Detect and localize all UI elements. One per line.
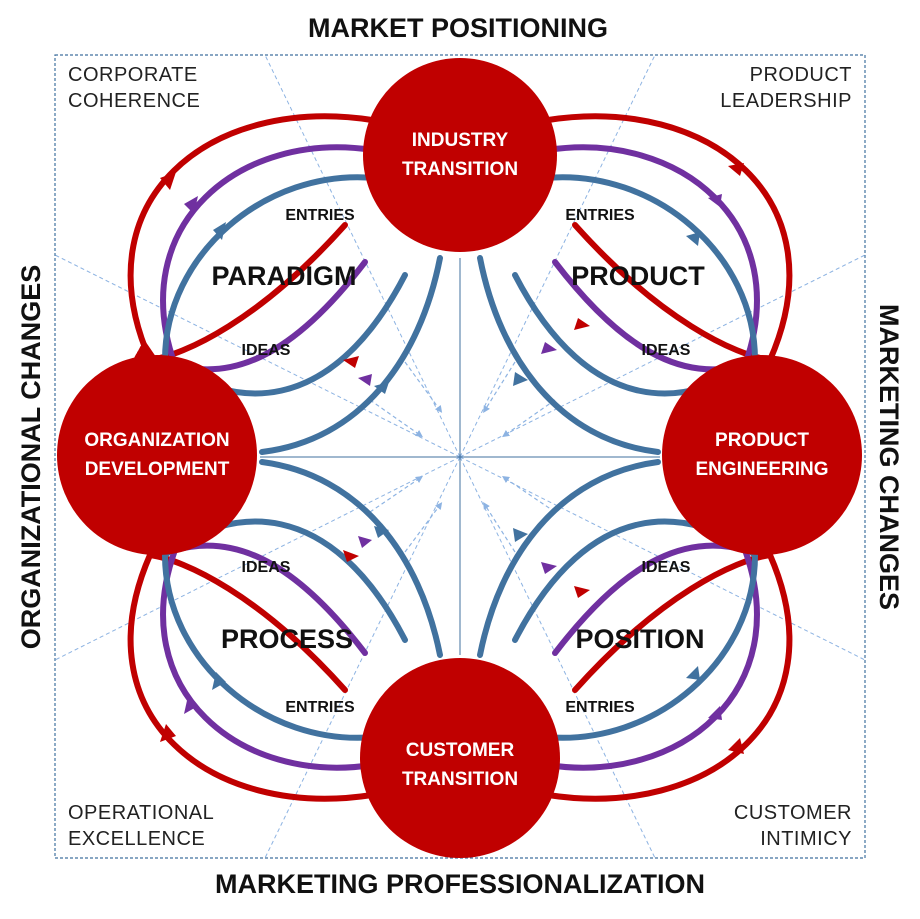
loop-arrowheads [160, 163, 744, 754]
node-left-line2: DEVELOPMENT [85, 459, 230, 480]
title-right: MARKETING CHANGES [874, 304, 904, 610]
arrowhead-red [160, 724, 176, 742]
arc-blue-inner-bl [259, 459, 443, 658]
node-right-line1: PRODUCT [715, 430, 809, 451]
corner-top-left-line1: CORPORATE [68, 64, 198, 86]
node-bottom-line1: CUSTOMER [406, 740, 515, 761]
loop-paths [127, 113, 793, 802]
loop-red-bottom-left [127, 551, 375, 802]
loop-red-bottom-right [545, 551, 793, 802]
arrowhead-red [160, 172, 176, 190]
node-top[interactable]: INDUSTRY TRANSITION [363, 58, 557, 252]
loop-blue-bottom-left [161, 518, 408, 741]
arrowhead-blue [686, 666, 700, 680]
arrowhead-purple [184, 696, 198, 714]
arrowhead-blue [212, 672, 226, 690]
center-arrows [369, 361, 556, 553]
arrowhead-purple [184, 196, 198, 214]
loop-red-top-left [127, 113, 375, 368]
corner-bottom-left-line1: OPERATIONAL [68, 802, 214, 824]
quadrant-top-right: PRODUCT [571, 261, 705, 291]
arrowhead-blue [374, 382, 389, 394]
node-top-line1: INDUSTRY [412, 130, 509, 151]
arrowhead-purple [358, 536, 372, 548]
arrowhead-red [728, 163, 744, 176]
node-left-line1: ORGANIZATION [84, 430, 229, 451]
quadrant-bottom-right: POSITION [575, 624, 704, 654]
arrowhead-purple [358, 374, 372, 386]
arrowhead-red [728, 738, 744, 754]
corner-top-right-line1: PRODUCT [750, 64, 852, 86]
entries-label-top-left: ENTRIES [285, 207, 355, 224]
arrowhead-blue [686, 232, 700, 246]
arrowhead-purple [708, 706, 722, 720]
node-right[interactable]: PRODUCT ENGINEERING [662, 355, 862, 555]
node-left[interactable]: ORGANIZATION DEVELOPMENT [57, 355, 257, 555]
corner-bottom-right-line1: CUSTOMER [734, 802, 852, 824]
entries-label-top-right: ENTRIES [565, 207, 635, 224]
arrowhead-red [574, 318, 590, 330]
arrowhead-red [343, 550, 359, 562]
ideas-label-top-left: IDEAS [242, 342, 291, 359]
quadrant-top-left: PARADIGM [212, 261, 357, 291]
corner-bottom-left-line2: EXCELLENCE [68, 828, 205, 850]
title-left: ORGANIZATIONAL CHANGES [16, 265, 46, 650]
arrowhead-blue [513, 372, 528, 386]
arrowhead-blue [374, 526, 389, 538]
arrowhead-red [574, 586, 590, 598]
ideas-label-bottom-right: IDEAS [642, 559, 691, 576]
corner-top-right-line2: LEADERSHIP [720, 90, 852, 112]
arrowhead-purple [708, 194, 722, 207]
corner-top-left-line2: COHERENCE [68, 90, 200, 112]
arrowhead-purple [541, 562, 557, 574]
arrowhead-blue [513, 528, 528, 542]
arrowhead-red [343, 356, 359, 368]
node-bottom[interactable]: CUSTOMER TRANSITION [360, 658, 560, 858]
entries-label-bottom-right: ENTRIES [565, 699, 635, 716]
corner-bottom-right-line2: INTIMICY [760, 828, 852, 850]
node-bottom-line2: TRANSITION [402, 769, 518, 790]
arrowhead-blue [213, 222, 226, 240]
node-top-line2: TRANSITION [402, 159, 518, 180]
ideas-label-bottom-left: IDEAS [242, 559, 291, 576]
ideas-label-top-right: IDEAS [642, 342, 691, 359]
title-top: MARKET POSITIONING [308, 13, 608, 43]
loop-blue-bottom-right [512, 518, 759, 741]
quadrant-bottom-left: PROCESS [221, 624, 353, 654]
arc-blue-inner-tr [477, 255, 661, 455]
title-bottom: MARKETING PROFESSIONALIZATION [215, 869, 705, 899]
arc-blue-inner-br [477, 459, 661, 658]
loop-red-top-right [545, 113, 793, 364]
entries-label-bottom-left: ENTRIES [285, 699, 355, 716]
node-right-line2: ENGINEERING [695, 459, 828, 480]
arrowhead-purple [541, 342, 557, 354]
